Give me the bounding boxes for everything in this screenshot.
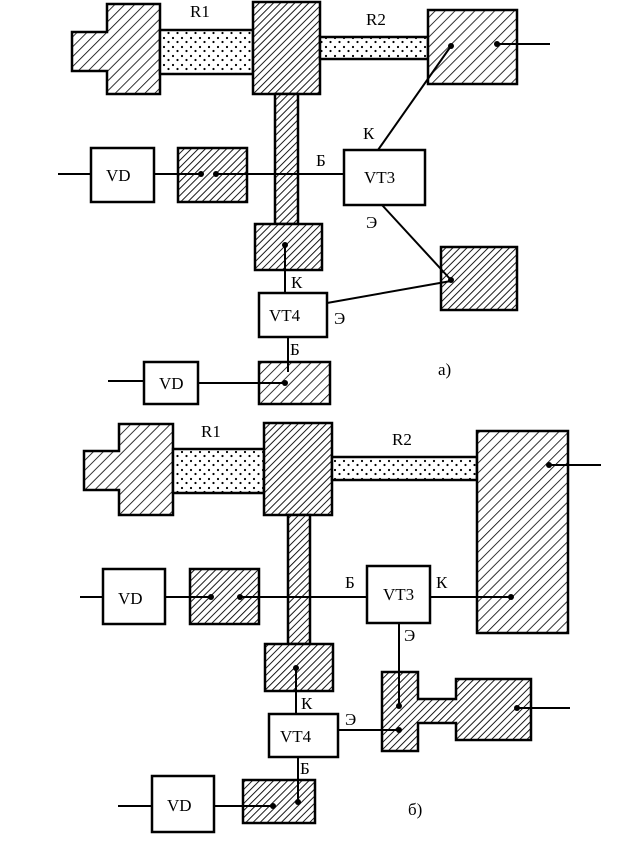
r2-label-a: R2	[366, 10, 386, 29]
tall-output-pad-b	[475, 429, 570, 635]
vt4-collector-pad-a	[253, 222, 324, 272]
vt4-base-pad-b	[241, 778, 317, 825]
caption-b: б)	[408, 800, 422, 819]
emitter-connector-pad-b	[380, 670, 533, 753]
left-contact-pad-b	[82, 422, 175, 517]
central-pad-b	[262, 421, 334, 517]
resistor-r2-a	[318, 35, 430, 61]
vt3-base-letter-b: Б	[345, 573, 355, 592]
resistor-r2-b	[330, 455, 479, 482]
r1-label-a: R1	[190, 2, 210, 21]
vt3-emitter-letter-b: Э	[404, 626, 415, 645]
vt4-emitter-letter-a: Э	[334, 309, 345, 328]
r2-label-b: R2	[392, 430, 412, 449]
vt4-collector-letter-b: К	[301, 694, 313, 713]
vd-bottom-box-a	[142, 360, 200, 406]
vd-top-box-a	[89, 146, 156, 204]
vt4-label-a: VT4	[269, 306, 301, 325]
vt3-collector-letter-b: К	[436, 573, 448, 592]
vt3-collector-letter-a: К	[363, 124, 375, 143]
vt4-label-b: VT4	[280, 727, 312, 746]
diagram-b: R1 R2 VD VT3 VT4 VD Б К Э К Э Б б)	[80, 421, 601, 834]
vt4-emitter-letter-b: Э	[345, 710, 356, 729]
vertical-strip-a	[273, 92, 300, 226]
vd-top-box-b	[101, 567, 167, 626]
central-pad-a	[251, 0, 322, 96]
caption-a: а)	[438, 360, 451, 379]
vd-top-label-a: VD	[106, 166, 131, 185]
vt4-base-letter-a: Б	[290, 340, 300, 359]
vd-bottom-label-a: VD	[159, 374, 184, 393]
r1-label-b: R1	[201, 422, 221, 441]
vt4-collector-pad-b	[263, 642, 335, 693]
vt3-emitter-letter-a: Э	[366, 213, 377, 232]
vt4-box-b	[267, 712, 340, 759]
vt4-base-letter-b: Б	[300, 759, 310, 778]
resistor-r1-a	[158, 28, 255, 76]
vt3-label-a: VT3	[364, 168, 395, 187]
diagram-a: R1 R2 VD VT3 VT4 VD Б К Э К Э Б а)	[58, 0, 550, 406]
vd-top-label-b: VD	[118, 589, 143, 608]
vt3-box-a	[342, 148, 427, 207]
vd-bottom-box-b	[150, 774, 216, 834]
vt4-box-a	[257, 291, 329, 339]
left-contact-pad-a	[70, 2, 162, 96]
vt3-label-b: VT3	[383, 585, 414, 604]
vt3-base-letter-a: Б	[316, 151, 326, 170]
vd-bottom-label-b: VD	[167, 796, 192, 815]
output-pad-a	[426, 8, 519, 86]
vt3-box-b	[365, 564, 432, 625]
vertical-strip-b	[286, 513, 312, 646]
vt4-collector-letter-a: К	[291, 273, 303, 292]
resistor-r1-b	[171, 447, 266, 495]
vt3-emitter-pad-a	[439, 245, 519, 312]
